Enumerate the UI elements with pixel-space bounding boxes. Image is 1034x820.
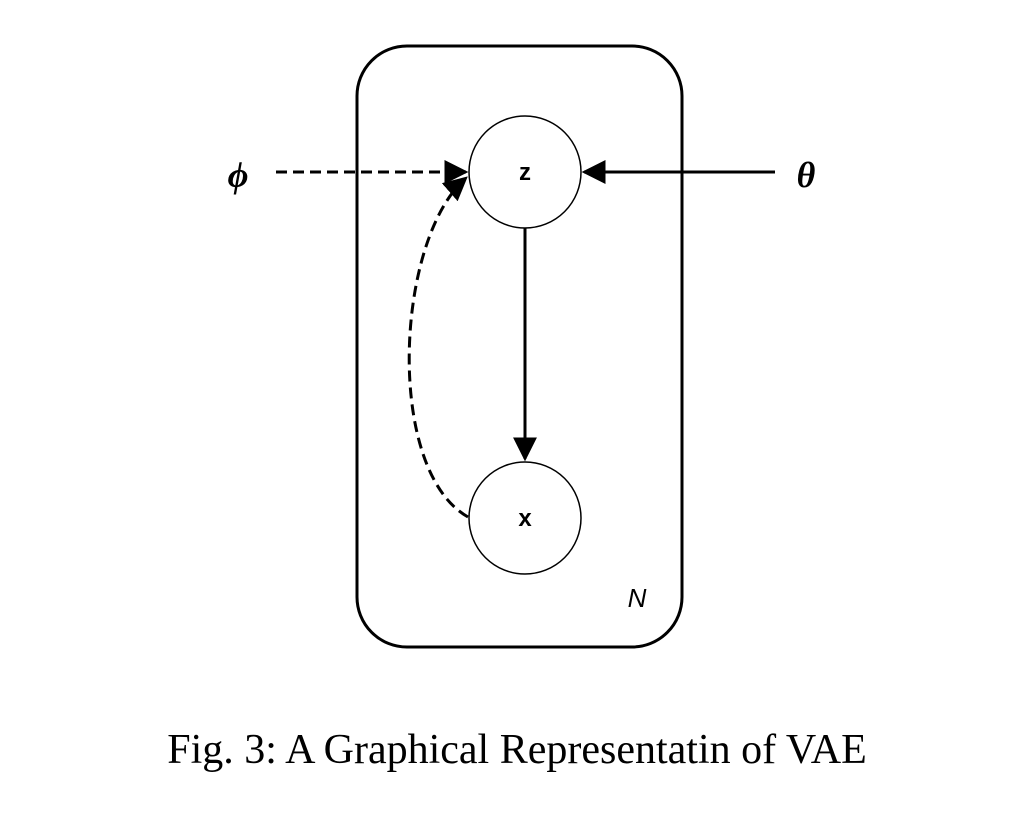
node-z	[468, 115, 582, 229]
param-phi-label: ϕ	[228, 155, 249, 195]
edge-x-to-z-dashed	[407, 176, 469, 519]
node-x-label: x	[518, 505, 532, 532]
plate	[355, 44, 684, 649]
plate-label: N	[628, 583, 647, 613]
figure-caption: Fig. 3: A Graphical Representatin of VAE	[167, 727, 867, 773]
node-x	[468, 461, 582, 575]
node-z-label: z	[519, 159, 531, 186]
param-theta-label: θ	[797, 155, 816, 195]
